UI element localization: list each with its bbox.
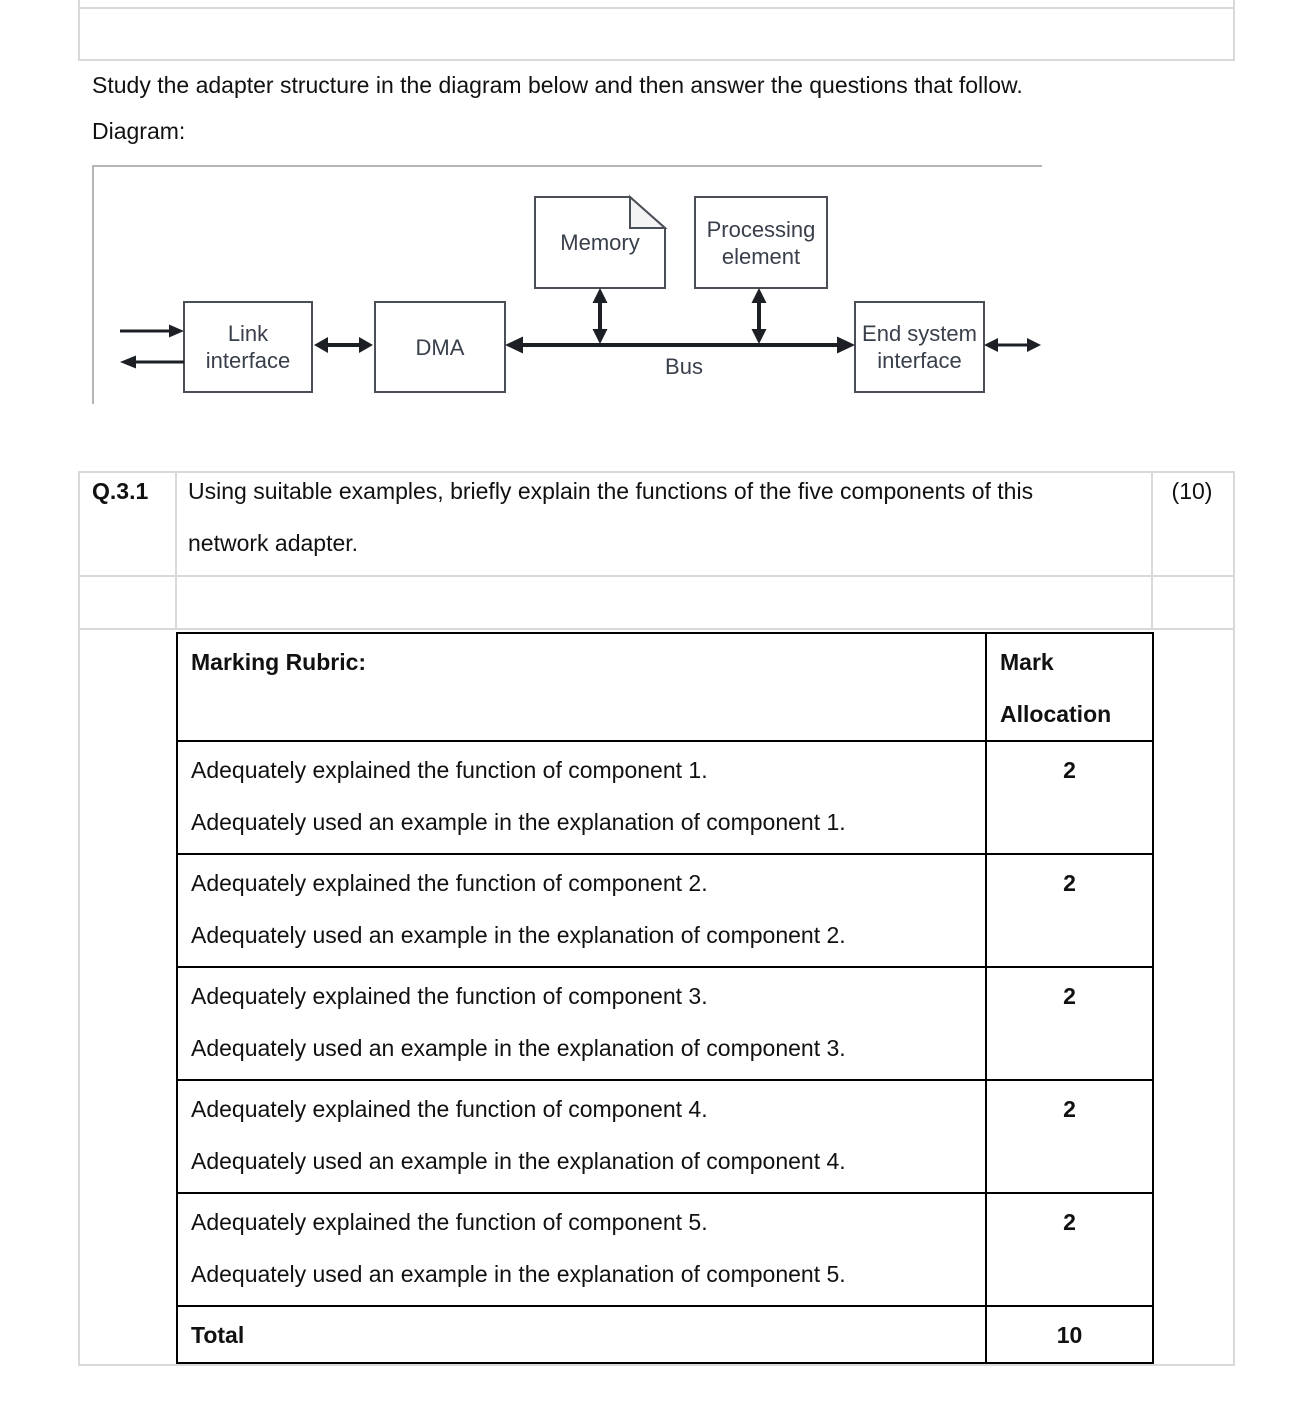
end-system-interface-label: End system interface [862, 321, 977, 373]
question-marks: (10) [1171, 478, 1213, 504]
rubric-criteria: Adequately explained the function of com… [178, 1194, 987, 1305]
rubric-mark-value: 2 [1063, 1096, 1076, 1122]
bus-label: Bus [665, 354, 703, 379]
rubric-row-component-4: Adequately explained the function of com… [178, 1079, 1152, 1192]
dma-box [374, 301, 506, 393]
grid-line [78, 7, 1235, 9]
processing-arrow-up-head-icon [751, 288, 767, 303]
rubric-mark-value: 2 [1063, 983, 1076, 1009]
rubric-criteria: Adequately explained the function of com… [178, 1081, 987, 1192]
grid-line [175, 471, 177, 630]
bus-left-arrowhead-icon [505, 336, 523, 354]
link-dma-left-head-icon [314, 337, 328, 353]
end-system-arrow-left-head-icon [984, 338, 998, 352]
rubric-total-value: 10 [1056, 1322, 1083, 1348]
rubric-mark-value: 2 [1063, 1209, 1076, 1235]
link-interface-label: Link interface [205, 321, 291, 373]
marking-rubric-table: Marking Rubric: Mark Allocation Adequate… [176, 632, 1154, 1364]
adapter-diagram: Memory Processing element Link interface… [92, 165, 1042, 404]
dma-label: DMA [415, 334, 465, 360]
rubric-criteria: Adequately explained the function of com… [178, 968, 987, 1079]
link-inbound-head-icon [169, 324, 184, 338]
rubric-row-component-1: Adequately explained the function of com… [178, 740, 1152, 853]
grid-line [1233, 471, 1235, 1366]
memory-arrow-down-head-icon [592, 329, 608, 344]
rubric-row-component-3: Adequately explained the function of com… [178, 966, 1152, 1079]
link-interface-box [183, 301, 313, 393]
grid-line [78, 575, 1235, 577]
end-system-arrow-right-head-icon [1027, 338, 1041, 352]
rubric-mark-value: 2 [1063, 870, 1076, 896]
rubric-mark-value: 2 [1063, 757, 1076, 783]
memory-arrow-up-head-icon [592, 288, 608, 303]
question-text: Using suitable examples, briefly explain… [188, 478, 1034, 556]
processing-element-box [694, 196, 828, 289]
grid-line [1151, 471, 1153, 630]
memory-box-fold-icon [629, 194, 668, 229]
memory-label: Memory [560, 230, 640, 255]
adapter-diagram-drawing [120, 194, 1041, 393]
rubric-total-row: Total 10 [178, 1305, 1152, 1362]
link-dma-right-head-icon [359, 337, 373, 353]
grid-line [78, 628, 1235, 630]
question-number: Q.3.1 [92, 478, 149, 504]
grid-line [78, 59, 1235, 61]
end-system-interface-box [854, 301, 985, 393]
link-outbound-head-icon [120, 355, 136, 369]
bus-right-arrowhead-icon [837, 336, 855, 354]
grid-line [78, 471, 80, 1366]
diagram-caption: Diagram: [92, 118, 186, 144]
intro-text: Study the adapter structure in the diagr… [92, 72, 1023, 98]
rubric-criteria: Adequately explained the function of com… [178, 742, 987, 853]
processing-element-label: Processing element [706, 216, 816, 269]
rubric-title: Marking Rubric: [178, 634, 987, 740]
rubric-mark-header: Mark Allocation [1000, 649, 1112, 727]
rubric-header-row: Marking Rubric: Mark Allocation [178, 634, 1152, 740]
grid-line [78, 1364, 1235, 1366]
rubric-criteria: Adequately explained the function of com… [178, 855, 987, 966]
processing-arrow-down-head-icon [751, 329, 767, 344]
rubric-row-component-2: Adequately explained the function of com… [178, 853, 1152, 966]
rubric-total-label: Total [178, 1307, 987, 1362]
grid-line [78, 471, 1235, 473]
grid-line [1233, 0, 1235, 61]
rubric-row-component-5: Adequately explained the function of com… [178, 1192, 1152, 1305]
grid-line [78, 0, 80, 61]
